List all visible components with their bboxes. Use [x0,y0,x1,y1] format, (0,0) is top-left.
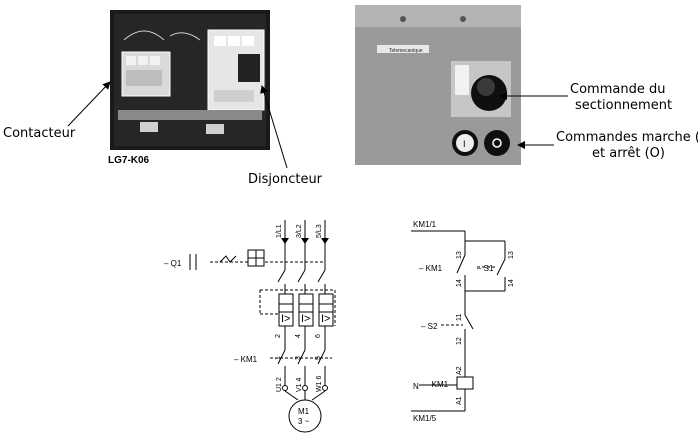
motor-name: M1 [298,407,310,416]
svg-text:I>: I> [281,313,290,325]
neutral-label: N [413,382,419,391]
breaker-arrow [260,85,288,169]
starter-enclosure-image: Telemecanique I [355,5,521,165]
pin-13-s1: 13 [508,251,515,259]
terminal-3-l2: 3/L2 [296,224,303,238]
terminal-2: 2 [275,334,282,338]
controls-label-line1: Commandes marche (I) [556,130,698,145]
pin-14-s1: 14 [508,279,515,287]
brand-text: Telemecanique [389,48,423,54]
terminal-6: 6 [315,334,322,338]
terminal-1-l1: 1/L1 [276,224,283,238]
pin-11: 11 [456,314,463,321]
stop-button-ref: – S2 [421,322,438,331]
terminal-v1: V1 4 [296,377,303,392]
pin-a1: A1 [456,396,463,405]
pin-13-km1: 13 [456,251,463,259]
pin-14-km1: 14 [456,279,463,287]
supply-bottom: KM1/5 [413,414,437,423]
contactor-terminal-5: 5 [315,356,322,360]
contactor-enclosure-image [110,10,270,150]
controls-label-line2: et arrêt (O) [592,146,665,161]
terminal-u1: U1 2 [276,377,283,392]
motor-type: 3 ~ [298,417,310,426]
breaker-label: Disjoncteur [248,172,323,187]
breaker-ref: – Q1 [164,259,182,268]
start-button-ref: – S1 [477,264,494,273]
pin-a2: A2 [456,366,463,375]
coil-ref: – KM1 [425,380,449,389]
isolation-label-line1: Commande du [570,82,666,97]
contactor-terminal-3: 3 [295,356,302,360]
isolation-label-line2: sectionnement [575,98,673,113]
power-contactor-ref: – KM1 [234,355,258,364]
control-circuit-diagram: KM1/1 KM1/5 N – KM1 – S1 – S2 – KM1 13 1… [411,220,515,423]
contactor-terminal-1: 1 [275,356,282,360]
svg-text:I>: I> [321,313,330,325]
product-reference-caption: LG7-K06 [108,155,150,166]
terminal-5-l3: 5/L3 [316,224,323,238]
starter-photo: Telemecanique I [355,5,521,165]
pin-12: 12 [456,337,463,345]
contactor-label: Contacteur [3,126,76,141]
on-button-glyph: I [463,139,466,149]
control-km1-contact-ref: – KM1 [419,264,443,273]
contactor-arrow [67,81,111,127]
power-circuit-diagram: I> I> I> – Q1 – KM1 1/L1 3/L2 5/L3 2 4 6… [164,220,336,433]
svg-text:I>: I> [301,313,310,325]
contactor-photo [110,10,270,150]
terminal-4: 4 [295,334,302,338]
supply-top: KM1/1 [413,220,437,229]
terminal-w1: W1 6 [316,376,323,392]
